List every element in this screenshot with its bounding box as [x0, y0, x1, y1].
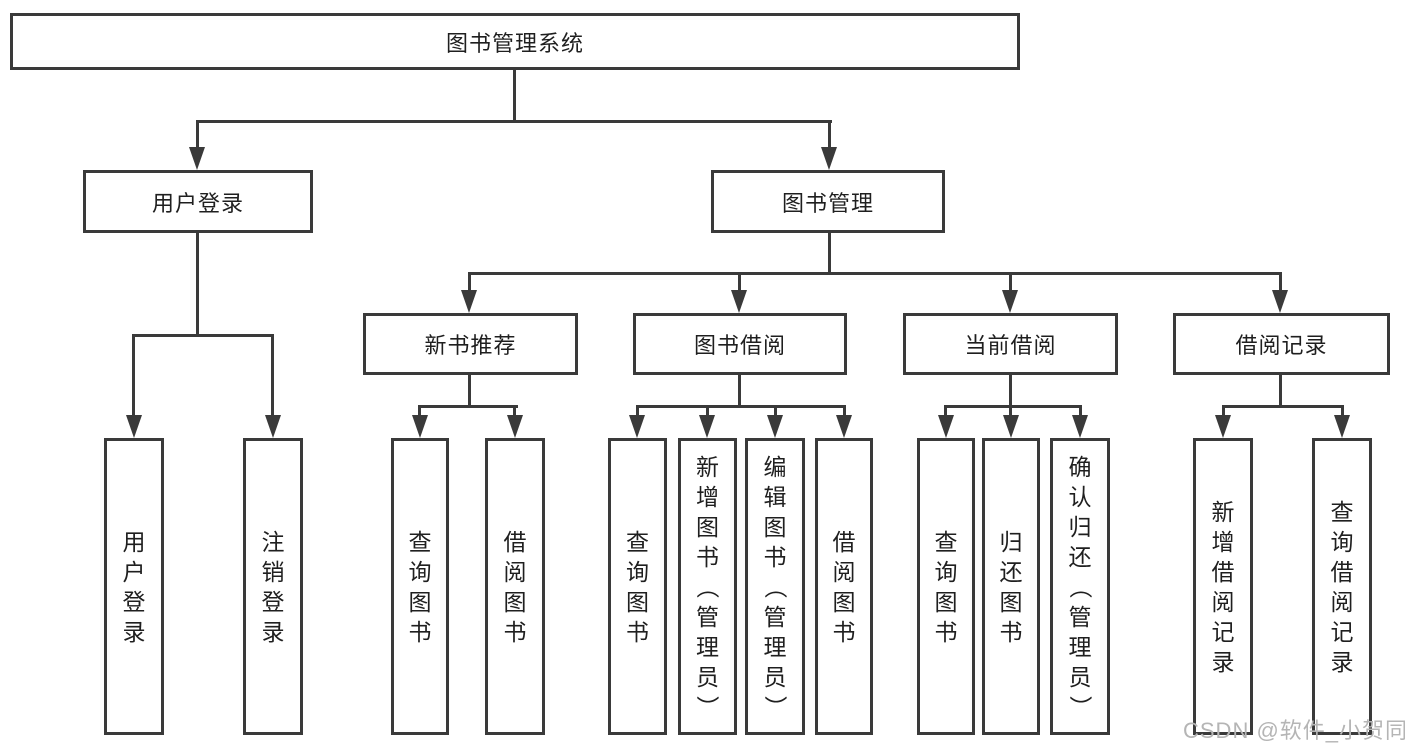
connector-line	[738, 375, 741, 408]
node-book-management-label: 图书管理	[781, 190, 874, 216]
leaf-current-query-label: 查询图书	[934, 528, 958, 645]
connector-line	[196, 233, 199, 337]
connector-line	[738, 272, 741, 292]
leaf-record-query: 查询借阅记录	[1312, 438, 1372, 735]
arrow-down-icon	[461, 290, 477, 313]
connector-line	[196, 120, 832, 123]
connector-line	[1009, 405, 1012, 417]
node-user-login: 用户登录	[83, 170, 313, 233]
leaf-newbook-borrow: 借阅图书	[485, 438, 545, 735]
connector-line	[1079, 405, 1082, 417]
arrow-down-icon	[1072, 415, 1088, 438]
leaf-borrow-borrow: 借阅图书	[815, 438, 873, 735]
arrow-down-icon	[265, 415, 281, 438]
arrow-down-icon	[938, 415, 954, 438]
connector-line	[1222, 405, 1344, 408]
connector-line	[636, 405, 639, 417]
leaf-record-add-label: 新增借阅记录	[1211, 498, 1235, 675]
connector-line	[468, 272, 1282, 275]
leaf-borrow-query-label: 查询图书	[626, 528, 649, 645]
arrow-down-icon	[1002, 290, 1018, 313]
connector-line	[1222, 405, 1225, 417]
node-borrow-records-label: 借阅记录	[1235, 333, 1328, 358]
connector-line	[418, 405, 421, 417]
leaf-current-return: 归还图书	[982, 438, 1040, 735]
arrow-down-icon	[836, 415, 852, 438]
connector-line	[132, 334, 274, 337]
leaf-user-login-label: 用户登录	[122, 528, 146, 645]
node-book-borrow-label: 图书借阅	[693, 333, 786, 358]
leaf-record-query-label: 查询借阅记录	[1330, 498, 1354, 675]
connector-line	[944, 405, 947, 417]
connector-line	[418, 405, 518, 408]
leaf-user-login: 用户登录	[104, 438, 164, 735]
leaf-borrow-borrow-label: 借阅图书	[832, 528, 856, 645]
leaf-borrow-add-admin-label: 新增图书（管理员）	[694, 453, 721, 719]
connector-line	[828, 233, 831, 275]
connector-line	[468, 272, 471, 292]
arrow-down-icon	[1334, 415, 1350, 438]
arrow-down-icon	[1215, 415, 1231, 438]
arrow-down-icon	[699, 415, 715, 438]
connector-line	[132, 334, 135, 417]
leaf-current-confirm-admin-label: 确认归还（管理员）	[1067, 453, 1093, 719]
connector-line	[468, 375, 471, 408]
csdn-watermark: CSDN @软件_小贺同学	[1183, 718, 1405, 743]
arrow-down-icon	[731, 290, 747, 313]
connector-line	[636, 405, 846, 408]
connector-line	[706, 405, 709, 417]
connector-line	[944, 405, 1082, 408]
connector-line	[196, 120, 199, 149]
node-root: 图书管理系统	[10, 13, 1020, 70]
arrow-down-icon	[629, 415, 645, 438]
connector-line	[1009, 272, 1012, 292]
leaf-newbook-borrow-label: 借阅图书	[503, 528, 527, 645]
connector-line	[1341, 405, 1344, 417]
leaf-logout: 注销登录	[243, 438, 303, 735]
node-current-borrow: 当前借阅	[903, 313, 1118, 375]
leaf-logout-label: 注销登录	[261, 528, 285, 645]
node-book-management: 图书管理	[711, 170, 945, 233]
connector-line	[513, 405, 516, 417]
connector-line	[1009, 375, 1012, 408]
node-current-borrow-label: 当前借阅	[964, 333, 1057, 358]
connector-line	[774, 405, 777, 417]
leaf-current-query: 查询图书	[917, 438, 975, 735]
connector-line	[271, 334, 274, 417]
arrow-down-icon	[126, 415, 142, 438]
node-borrow-records: 借阅记录	[1173, 313, 1390, 375]
arrow-down-icon	[1003, 415, 1019, 438]
node-book-borrow: 图书借阅	[633, 313, 847, 375]
connector-line	[828, 120, 831, 149]
leaf-current-return-label: 归还图书	[999, 528, 1023, 645]
arrow-down-icon	[507, 415, 523, 438]
arrow-down-icon	[412, 415, 428, 438]
node-root-label: 图书管理系统	[445, 30, 584, 56]
leaf-record-add: 新增借阅记录	[1193, 438, 1253, 735]
arrow-down-icon	[767, 415, 783, 438]
connector-line	[513, 70, 516, 122]
arrow-down-icon	[189, 147, 205, 170]
leaf-current-confirm-admin: 确认归还（管理员）	[1050, 438, 1110, 735]
connector-line	[1279, 272, 1282, 292]
node-user-login-label: 用户登录	[151, 190, 244, 216]
arrow-down-icon	[821, 147, 837, 170]
connector-line	[1279, 375, 1282, 408]
leaf-newbook-query-label: 查询图书	[408, 528, 432, 645]
leaf-borrow-add-admin: 新增图书（管理员）	[678, 438, 737, 735]
leaf-borrow-query: 查询图书	[608, 438, 667, 735]
leaf-newbook-query: 查询图书	[391, 438, 449, 735]
leaf-borrow-edit-admin-label: 编辑图书（管理员）	[762, 453, 788, 719]
node-new-book-recommend-label: 新书推荐	[424, 333, 517, 358]
leaf-borrow-edit-admin: 编辑图书（管理员）	[745, 438, 805, 735]
connector-line	[843, 405, 846, 417]
node-new-book-recommend: 新书推荐	[363, 313, 578, 375]
arrow-down-icon	[1272, 290, 1288, 313]
